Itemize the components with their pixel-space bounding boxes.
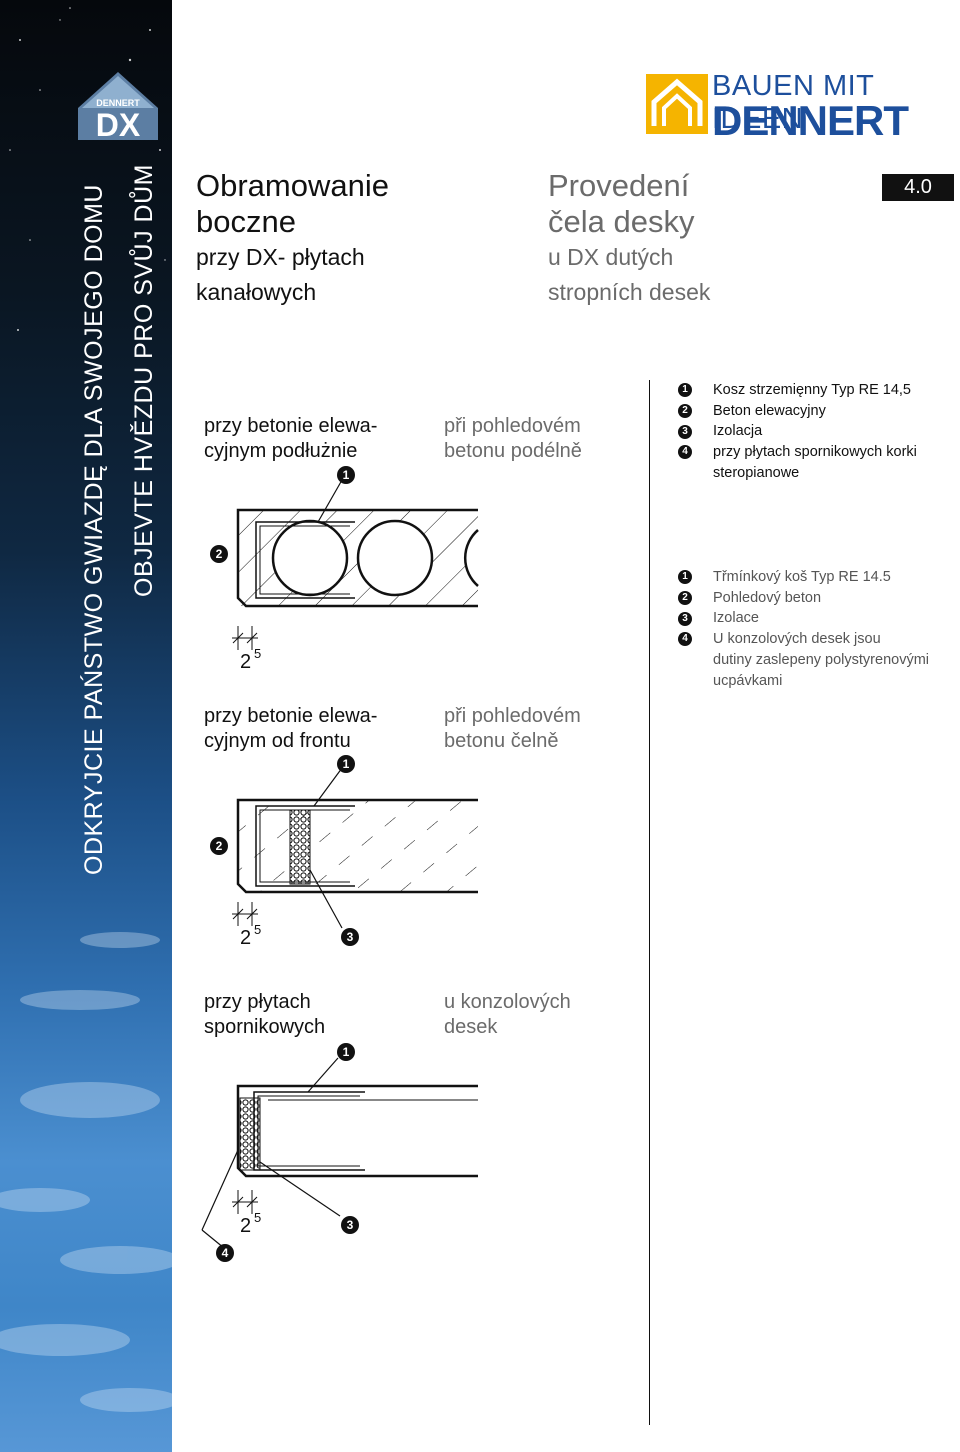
section1-label-pl: przy betonie elewa- cyjnym podłużnie (204, 415, 378, 462)
title-cz-line1: Provedení (548, 168, 690, 203)
drawing-longitudinal: 2 5 (232, 479, 479, 673)
legend-cz-item1: Třmínkový koš Typ RE 14.5 (713, 569, 891, 585)
subtitle-pl-line1: przy DX- płytach (196, 244, 365, 270)
marker-3-drawing3: 3 (341, 1216, 359, 1234)
legend-cz-item2: Pohledový beton (713, 589, 822, 606)
marker-1-drawing2: 1 (337, 755, 355, 773)
title-pl-line2: boczne (196, 204, 296, 239)
title-pl-line1: Obramowanie (196, 168, 389, 203)
svg-text:5: 5 (254, 646, 261, 661)
section1-label-cz: při pohledovém betonu podélně (444, 415, 582, 462)
title-cz: Provedení čela desky u DX dutých stropní… (548, 168, 710, 310)
svg-text:2: 2 (240, 927, 251, 949)
svg-text:DENNERT: DENNERT (96, 98, 140, 108)
sidebar-slogan-pl: ODKRYJCIE PAŃSTWO GWIAZDĘ DLA SWOJEGO DO… (80, 184, 108, 875)
legend-pl-item4: przy płytach spornikowych korki (713, 444, 917, 461)
marker-1-drawing3: 1 (337, 1043, 355, 1061)
legend-cz-item4-cont1: dutiny zaslepeny polystyrenovými (713, 651, 929, 668)
dennert-dx-logo: DENNERT DX (78, 72, 158, 140)
title-cz-line2: čela desky (548, 204, 695, 239)
legend-pl-item3: Izolacja (713, 423, 763, 440)
svg-text:5: 5 (254, 1210, 261, 1225)
section2-label-pl: przy betonie elewa- cyjnym od frontu (204, 705, 378, 752)
dennert-house-logo (646, 74, 708, 134)
legend-cz-item4-cont2: ucpávkami (713, 672, 783, 689)
starfield-background (0, 7, 172, 1412)
svg-text:5: 5 (254, 922, 261, 937)
subtitle-cz-line2: stropních desek (548, 279, 711, 305)
legend-cz-item4: U konzolových desek jsou (713, 631, 881, 648)
subtitle-cz-line1: u DX dutých (548, 244, 674, 270)
brand-name: DENNERT (712, 97, 909, 144)
legend-pl-item1: Kosz strzemięnny Typ RE 14,5 (713, 382, 911, 398)
sidebar-space-banner: DENNERT DX ODKRYJCIE PAŃSTWO GWIAZDĘ DLA… (0, 0, 172, 1452)
section3-label-cz: u konzolových desek (444, 991, 571, 1038)
svg-text:2: 2 (240, 1215, 251, 1237)
sidebar-slogan-cz: OBJEVTE HVĚZDU PRO SVŮJ DŮM (130, 164, 158, 597)
legend-pl-item2: Beton elewacyjny (713, 402, 826, 419)
marker-4-drawing3: 4 (216, 1244, 234, 1262)
section2-label-cz: při pohledovém betonu čelně (444, 705, 581, 752)
svg-text:2: 2 (240, 651, 251, 673)
drawing-cantilever: 2 5 (201, 1057, 478, 1249)
marker-2-drawing2: 2 (210, 837, 228, 855)
column-divider (649, 380, 650, 1425)
marker-1-drawing1: 1 (337, 466, 355, 484)
legend-cz-item3: Izolace (713, 610, 759, 627)
svg-text:DX: DX (96, 107, 141, 140)
brand-tagline: BAUEN MIT IDEEN (712, 70, 874, 135)
drawing-frontal: 2 5 (232, 767, 478, 949)
page-number-badge: 4.0 (882, 174, 954, 201)
marker-3-drawing2: 3 (341, 928, 359, 946)
marker-2-drawing1: 2 (210, 545, 228, 563)
section3-label-pl: przy płytach spornikowych (204, 991, 326, 1038)
legend-pl-item4-cont: steropianowe (713, 464, 800, 481)
subtitle-pl-line2: kanałowych (196, 279, 317, 305)
title-pl: Obramowanie boczne przy DX- płytach kana… (196, 168, 389, 310)
